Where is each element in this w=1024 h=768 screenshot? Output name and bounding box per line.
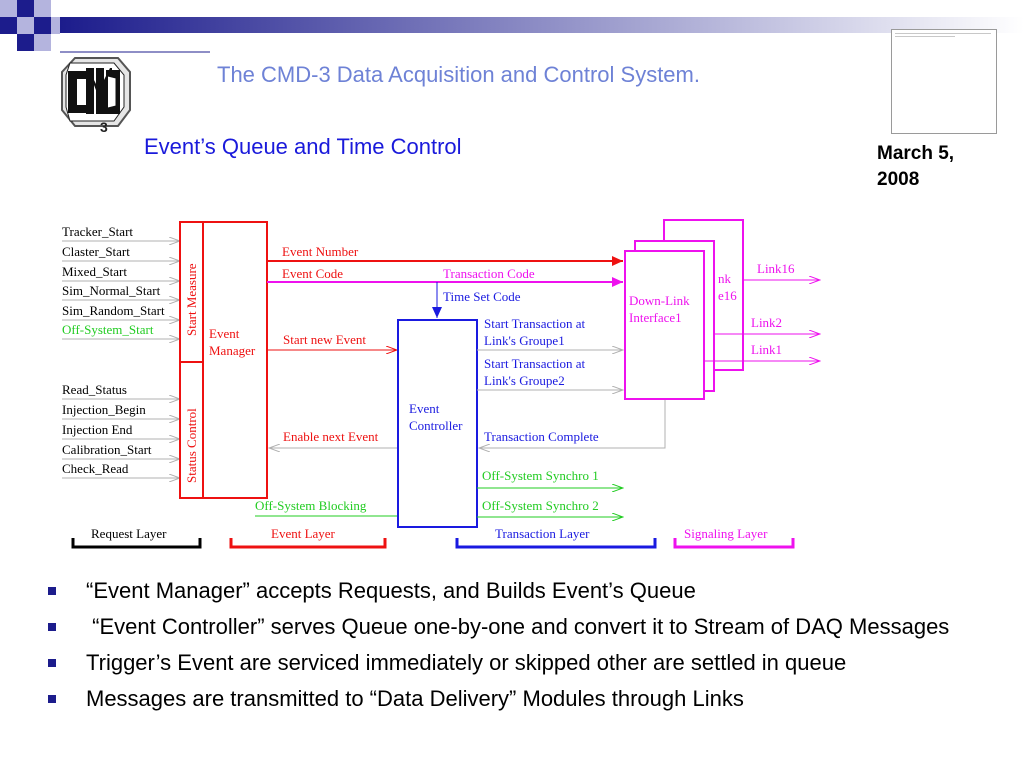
bullet-item: Trigger’s Event are serviced immediately…	[48, 647, 998, 678]
bullet-square-icon	[48, 623, 56, 631]
transaction-layer-label: Transaction Layer	[495, 526, 590, 541]
request-label: Off-System_Start	[62, 322, 154, 337]
transaction-layer-flows: Start Transaction at Link's Groupe1 Star…	[477, 316, 666, 517]
request-start-group: Tracker_Start Claster_Start Mixed_Start …	[62, 224, 180, 339]
event-number-label: Event Number	[282, 244, 359, 259]
event-manager-label: Manager	[209, 343, 256, 358]
bullet-list: “Event Manager” accepts Requests, and Bu…	[48, 575, 998, 719]
link1-label: Link1	[751, 342, 782, 357]
request-label: Mixed_Start	[62, 264, 127, 279]
off-system-synchro-2-label: Off-System Synchro 2	[482, 498, 599, 513]
event-controller-block: Event Controller	[397, 319, 478, 528]
event-manager-label: Event	[209, 326, 240, 341]
event-controller-label: Event	[409, 401, 440, 416]
deco-square	[34, 0, 51, 17]
event-manager-box	[202, 221, 268, 499]
event-controller-label: Controller	[409, 418, 463, 433]
off-system-synchro-1-label: Off-System Synchro 1	[482, 468, 599, 483]
bullet-text: Trigger’s Event are serviced immediately…	[86, 650, 847, 675]
signaling-layer-bracket	[673, 538, 795, 549]
transaction-code-label: Transaction Code	[443, 266, 535, 281]
start-transaction-2-label: Start Transaction at	[484, 356, 585, 371]
request-label: Check_Read	[62, 461, 129, 476]
slide-date: March 5, 2008	[877, 143, 955, 190]
header-bar	[60, 17, 1024, 33]
event-layer-label: Event Layer	[271, 526, 336, 541]
event-layer-flows: Event Number Event Code Transaction Code…	[255, 244, 623, 517]
bullet-square-icon	[48, 587, 56, 595]
slide-decoration: 3	[0, 0, 1024, 135]
transaction-complete-label: Transaction Complete	[484, 429, 599, 444]
request-label: Injection_Begin	[62, 402, 146, 417]
bullet-text: Messages are transmitted to “Data Delive…	[86, 686, 744, 711]
request-layer-label: Request Layer	[91, 526, 167, 541]
bullet-text: “Event Controller” serves Queue one-by-o…	[86, 614, 950, 639]
start-measure-label: Start Measure	[184, 263, 199, 336]
layer-brackets: Request Layer Event Layer Transaction La…	[71, 526, 795, 549]
deco-square	[17, 34, 34, 51]
down-link-label: Interface1	[629, 310, 682, 325]
request-label: Tracker_Start	[62, 224, 133, 239]
down-link-stack: nk e16 Down-Link Interface1	[624, 219, 744, 400]
transaction-layer-bracket	[455, 538, 657, 549]
time-set-code-label: Time Set Code	[443, 289, 521, 304]
deco-square	[34, 17, 51, 34]
event-controller-box	[397, 319, 478, 528]
bullet-item: Messages are transmitted to “Data Delive…	[48, 683, 998, 714]
enable-next-event-label: Enable next Event	[283, 429, 379, 444]
slide-subtitle: Event’s Queue and Time Control	[144, 134, 462, 159]
slide-title: The CMD-3 Data Acquisition and Control S…	[217, 62, 700, 87]
links-group: Link16 Link2 Link1	[704, 261, 820, 361]
deco-square	[34, 34, 51, 51]
deco-square	[17, 0, 34, 17]
request-label: Injection End	[62, 422, 133, 437]
start-transaction-2-label: Link's Groupe2	[484, 373, 565, 388]
bullet-square-icon	[48, 659, 56, 667]
bullet-text: “Event Manager” accepts Requests, and Bu…	[86, 578, 696, 603]
down-link-back-label: e16	[718, 288, 737, 303]
event-queue-diagram: Tracker_Start Claster_Start Mixed_Start …	[62, 219, 1024, 549]
request-label: Read_Status	[62, 382, 127, 397]
off-system-blocking-label: Off-System Blocking	[255, 498, 367, 513]
request-label: Sim_Random_Start	[62, 303, 165, 318]
event-manager-block: Start Measure Status Control Event Manag…	[179, 221, 268, 499]
cmd3-logo: 3	[61, 57, 131, 135]
request-label: Sim_Normal_Start	[62, 283, 161, 298]
start-transaction-1-label: Start Transaction at	[484, 316, 585, 331]
deco-square	[0, 0, 17, 17]
bullet-item: “Event Controller” serves Queue one-by-o…	[48, 611, 998, 642]
transaction-complete-arrow	[479, 398, 666, 448]
link16-label: Link16	[757, 261, 795, 276]
signaling-layer-label: Signaling Layer	[684, 526, 768, 541]
event-layer-bracket	[229, 538, 387, 549]
down-link-box-front	[624, 250, 705, 400]
svg-text:3: 3	[100, 119, 108, 135]
deco-square	[51, 17, 60, 34]
start-transaction-1-label: Link's Groupe1	[484, 333, 565, 348]
status-control-label: Status Control	[184, 408, 199, 483]
request-layer-bracket	[71, 538, 202, 549]
embedded-thumbnail	[891, 29, 997, 134]
down-link-back-label: nk	[718, 271, 732, 286]
deco-square	[0, 17, 17, 34]
deco-square	[17, 17, 34, 34]
down-link-label: Down-Link	[629, 293, 690, 308]
start-new-event-label: Start new Event	[283, 332, 366, 347]
bullet-square-icon	[48, 695, 56, 703]
link2-label: Link2	[751, 315, 782, 330]
request-label: Claster_Start	[62, 244, 130, 259]
request-status-group: Read_Status Injection_Begin Injection En…	[62, 382, 180, 478]
bullet-item: “Event Manager” accepts Requests, and Bu…	[48, 575, 998, 606]
request-label: Calibration_Start	[62, 442, 152, 457]
event-code-label: Event Code	[282, 266, 343, 281]
